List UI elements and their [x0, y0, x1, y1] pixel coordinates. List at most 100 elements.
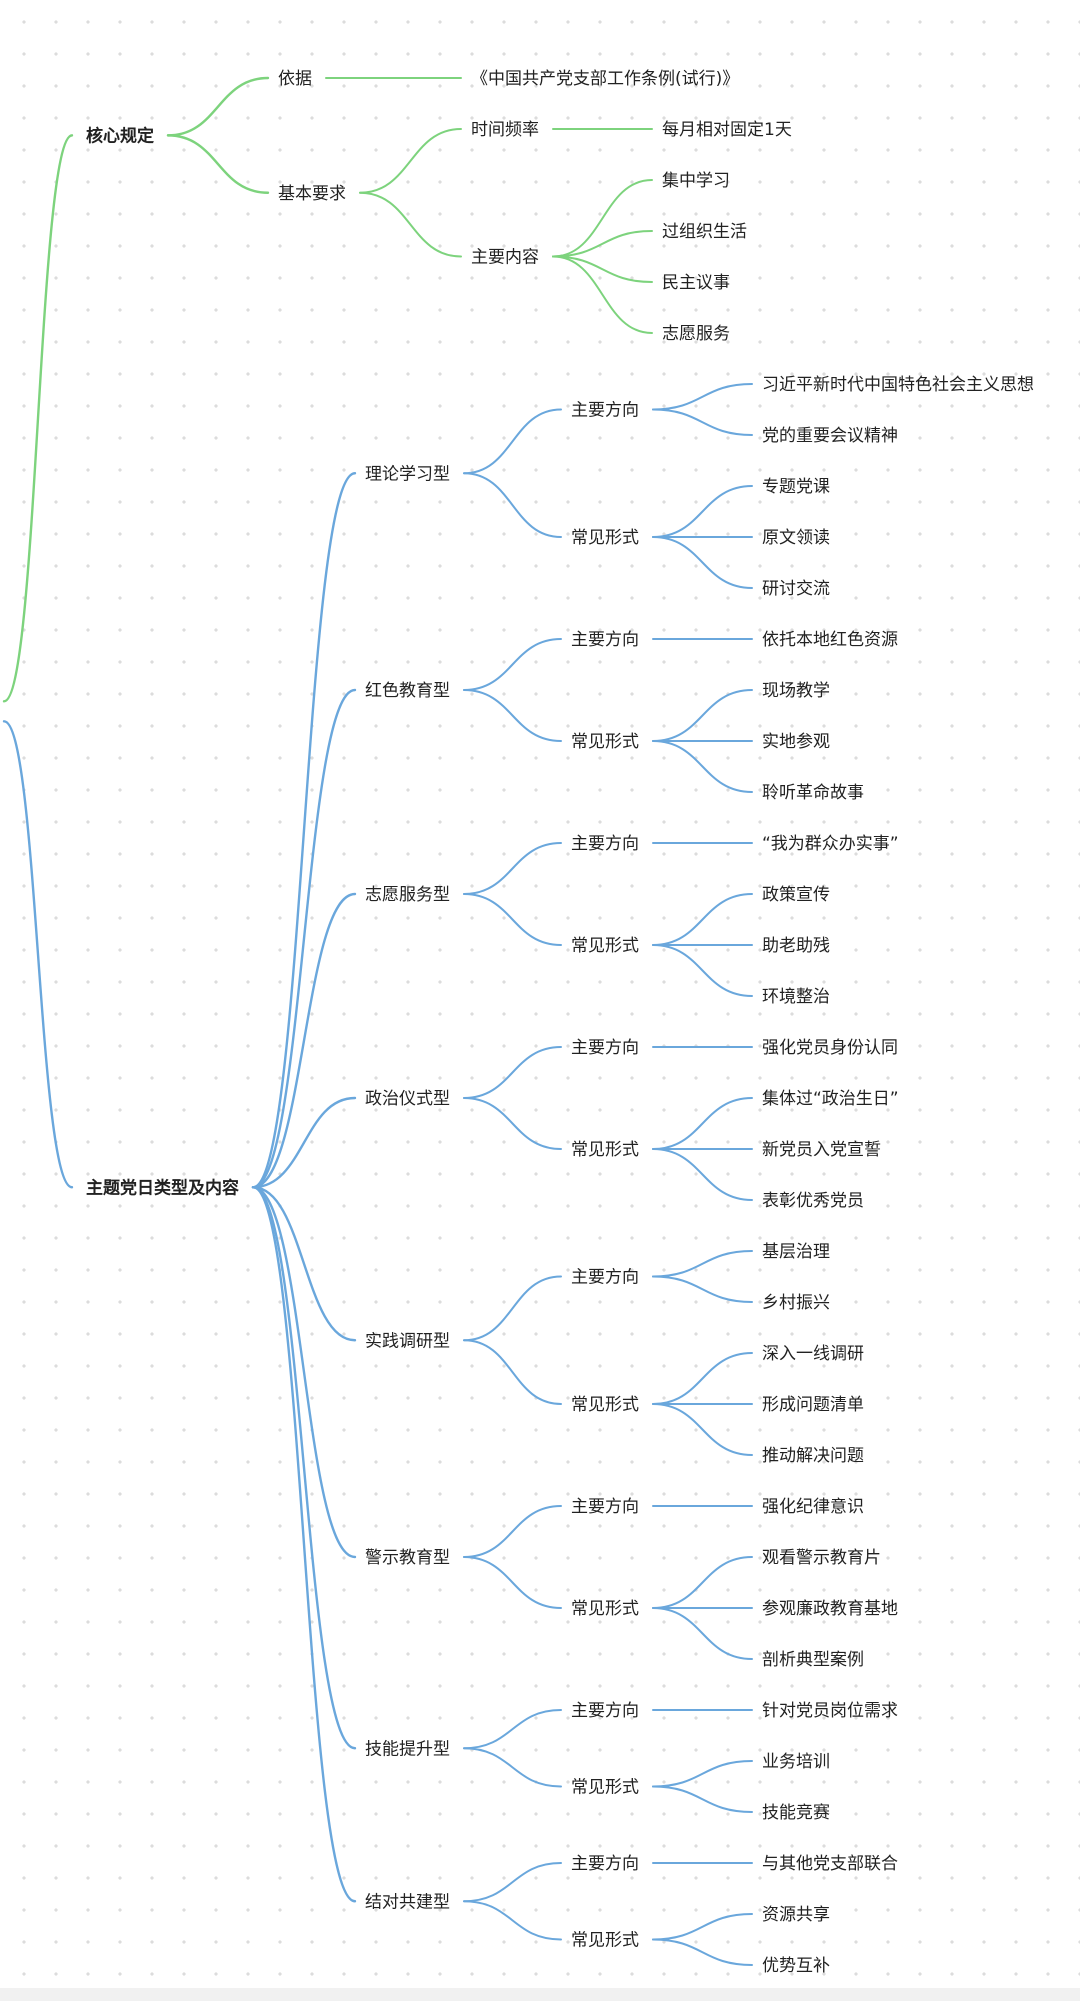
sub-topic[interactable]: 主要方向: [571, 1854, 639, 1874]
leaf-topic[interactable]: 优势互补: [762, 1956, 830, 1976]
leaf-topic[interactable]: 习近平新时代中国特色社会主义思想: [762, 375, 1034, 395]
branch-topic[interactable]: 理论学习型: [365, 464, 450, 484]
connector-line: [359, 191, 462, 258]
connector-line: [463, 1097, 562, 1150]
sub-topic[interactable]: 常见形式: [571, 1931, 639, 1951]
leaf-topic[interactable]: 表彰优秀党员: [762, 1191, 864, 1211]
branch-topic[interactable]: 基本要求: [278, 184, 346, 204]
leaf-topic[interactable]: 与其他党支部联合: [762, 1854, 898, 1874]
connector-line: [652, 1250, 753, 1278]
leaf-topic[interactable]: 集体过“政治生日”: [762, 1089, 899, 1109]
connector-line: [166, 134, 270, 194]
connector-line: [463, 472, 562, 538]
connector-line: [652, 893, 753, 946]
branch-topic[interactable]: 依据: [278, 69, 312, 89]
leaf-topic[interactable]: 强化纪律意识: [762, 1497, 864, 1517]
branch-topic[interactable]: 结对共建型: [365, 1892, 450, 1912]
label-layer: 核心规定 依据 《中国共产党支部工作条例(试行)》基本要求 时间频率 每月相对固定1天主…: [86, 69, 1034, 1976]
connector-line: [652, 1913, 753, 1941]
sub-topic[interactable]: 常见形式: [571, 1599, 639, 1619]
sub-topic[interactable]: 主要方向: [571, 834, 639, 854]
sub-topic[interactable]: 《中国共产党支部工作条例(试行)》: [471, 69, 739, 89]
leaf-topic[interactable]: 形成问题清单: [762, 1395, 864, 1415]
branch-topic[interactable]: 政治仪式型: [365, 1089, 450, 1109]
sub-topic[interactable]: 主要方向: [571, 1497, 639, 1517]
connector-line: [463, 638, 562, 691]
branch-topic[interactable]: 实践调研型: [365, 1331, 450, 1351]
leaf-topic[interactable]: 集中学习: [662, 171, 730, 191]
root-topic[interactable]: 主题党日类型及内容: [86, 1177, 239, 1198]
connector-line: [652, 485, 753, 538]
leaf-topic[interactable]: 每月相对固定1天: [662, 120, 792, 140]
connector-line: [251, 1186, 357, 1342]
sub-topic[interactable]: 常见形式: [571, 1395, 639, 1415]
connector-line: [652, 408, 753, 436]
sub-topic[interactable]: 主要方向: [571, 401, 639, 421]
connector-line: [652, 1403, 753, 1456]
leaf-topic[interactable]: 资源共享: [762, 1905, 830, 1925]
connector-line: [652, 740, 753, 793]
branch-topic[interactable]: 志愿服务型: [365, 885, 450, 905]
leaf-topic[interactable]: 环境整治: [762, 987, 830, 1007]
leaf-topic[interactable]: 基层治理: [762, 1242, 830, 1262]
sub-topic[interactable]: 主要内容: [471, 248, 539, 268]
connector-line: [463, 1275, 562, 1342]
sub-topic[interactable]: 主要方向: [571, 1038, 639, 1058]
leaf-topic[interactable]: 技能竞赛: [762, 1802, 830, 1823]
sub-topic[interactable]: 常见形式: [571, 936, 639, 956]
root-topic[interactable]: 核心规定: [86, 125, 154, 146]
leaf-topic[interactable]: 新党员入党宣誓: [762, 1140, 881, 1160]
connector-line: [359, 128, 462, 194]
sub-topic[interactable]: 主要方向: [571, 630, 639, 650]
leaf-topic[interactable]: 业务培训: [762, 1752, 830, 1772]
leaf-topic[interactable]: 剖析典型案例: [762, 1650, 864, 1670]
leaf-topic[interactable]: 针对党员岗位需求: [762, 1701, 898, 1721]
sub-topic[interactable]: 主要方向: [571, 1268, 639, 1288]
leaf-topic[interactable]: 推动解决问题: [762, 1446, 864, 1466]
sub-topic[interactable]: 主要方向: [571, 1701, 639, 1721]
sub-topic[interactable]: 常见形式: [571, 1778, 639, 1798]
leaf-topic[interactable]: 聆听革命故事: [762, 783, 864, 803]
leaf-topic[interactable]: 强化党员身份认同: [762, 1038, 898, 1058]
branch-topic[interactable]: 警示教育型: [365, 1548, 450, 1568]
sub-topic[interactable]: 常见形式: [571, 528, 639, 548]
leaf-topic[interactable]: 观看警示教育片: [762, 1548, 881, 1568]
leaf-topic[interactable]: 民主议事: [662, 273, 730, 293]
connector-line: [552, 255, 653, 283]
leaf-topic[interactable]: 现场教学: [762, 681, 830, 701]
branch-topic[interactable]: 技能提升型: [365, 1739, 450, 1759]
connector-line: [652, 1556, 753, 1609]
leaf-topic[interactable]: 深入一线调研: [762, 1344, 864, 1364]
connector-line: [652, 1352, 753, 1405]
connector-line: [463, 1556, 562, 1609]
sub-topic[interactable]: 常见形式: [571, 732, 639, 752]
branch-topic[interactable]: 红色教育型: [365, 681, 450, 701]
leaf-topic[interactable]: 原文领读: [762, 528, 830, 548]
leaf-topic[interactable]: 党的重要会议精神: [762, 426, 898, 446]
connector-line: [652, 1607, 753, 1660]
leaf-topic[interactable]: 实地参观: [762, 732, 830, 752]
leaf-topic[interactable]: 助老助残: [762, 936, 830, 956]
connector-line: [251, 892, 357, 1189]
leaf-topic[interactable]: 乡村振兴: [762, 1293, 830, 1313]
sub-topic[interactable]: 时间频率: [471, 120, 539, 140]
connector-line: [652, 1097, 753, 1150]
leaf-topic[interactable]: 依托本地红色资源: [762, 630, 898, 650]
leaf-topic[interactable]: 专题党课: [762, 477, 830, 497]
connector-line: [251, 1186, 357, 1750]
leaf-topic[interactable]: 政策宣传: [762, 885, 830, 905]
connector-line: [166, 76, 270, 137]
connector-line: [652, 1785, 753, 1813]
sub-topic[interactable]: 常见形式: [571, 1140, 639, 1160]
leaf-topic[interactable]: 志愿服务: [662, 324, 730, 344]
connector-line: [463, 1339, 562, 1405]
bottom-bar: [0, 1988, 1080, 2001]
leaf-topic[interactable]: 参观廉政教育基地: [762, 1599, 898, 1619]
connector-line: [652, 383, 753, 411]
leaf-topic[interactable]: 研讨交流: [762, 579, 830, 599]
leaf-topic[interactable]: 过组织生活: [662, 222, 747, 242]
connector-line: [652, 1275, 753, 1303]
leaf-topic[interactable]: “我为群众办实事”: [762, 834, 899, 854]
connector-line: [463, 1747, 562, 1788]
